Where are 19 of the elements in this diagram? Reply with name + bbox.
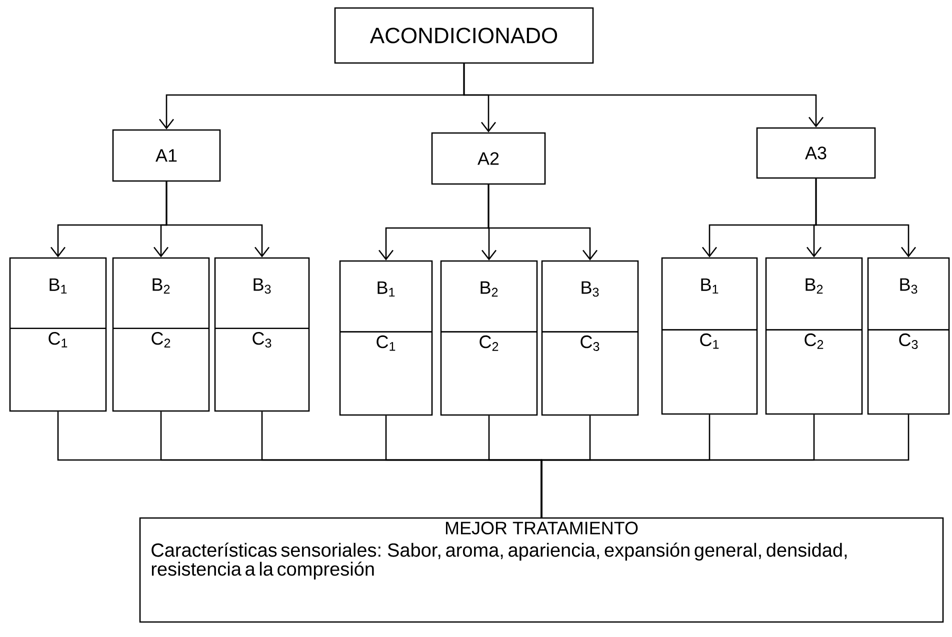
process-box: A2 (431, 132, 546, 185)
treatment-box: B$_{3}$ C$_{3}$ (214, 257, 310, 412)
treatment-box: B$_{3}$ C$_{3}$ (867, 257, 950, 415)
treatment-box: B$_{3}$ C$_{3}$ (541, 260, 639, 416)
result-box: MEJOR TRATAMIENTO Características sensoriales: Sabor, aroma, apariencia, expansión general, densidad, resistencia a la compresión (139, 517, 944, 623)
treatment-box: B$_{1}$ C$_{1}$ (339, 260, 433, 416)
treatment-box: B$_{2}$ C$_{2}$ (112, 257, 210, 412)
treatment-box: B$_{1}$ C$_{1}$ (661, 257, 758, 415)
process-box: ACONDICIONADO (334, 7, 594, 64)
connector (488, 184, 598, 260)
treatment-box: B$_{2}$ C$_{2}$ (765, 257, 863, 415)
connector (166, 182, 270, 258)
connector (815, 178, 916, 258)
process-box: A1 (112, 129, 221, 182)
treatment-box: B$_{1}$ C$_{1}$ (9, 257, 107, 412)
treatment-box: B$_{2}$ C$_{2}$ (440, 260, 538, 416)
process-box: A3 (756, 127, 876, 179)
connector (463, 64, 824, 128)
connector (540, 414, 910, 518)
